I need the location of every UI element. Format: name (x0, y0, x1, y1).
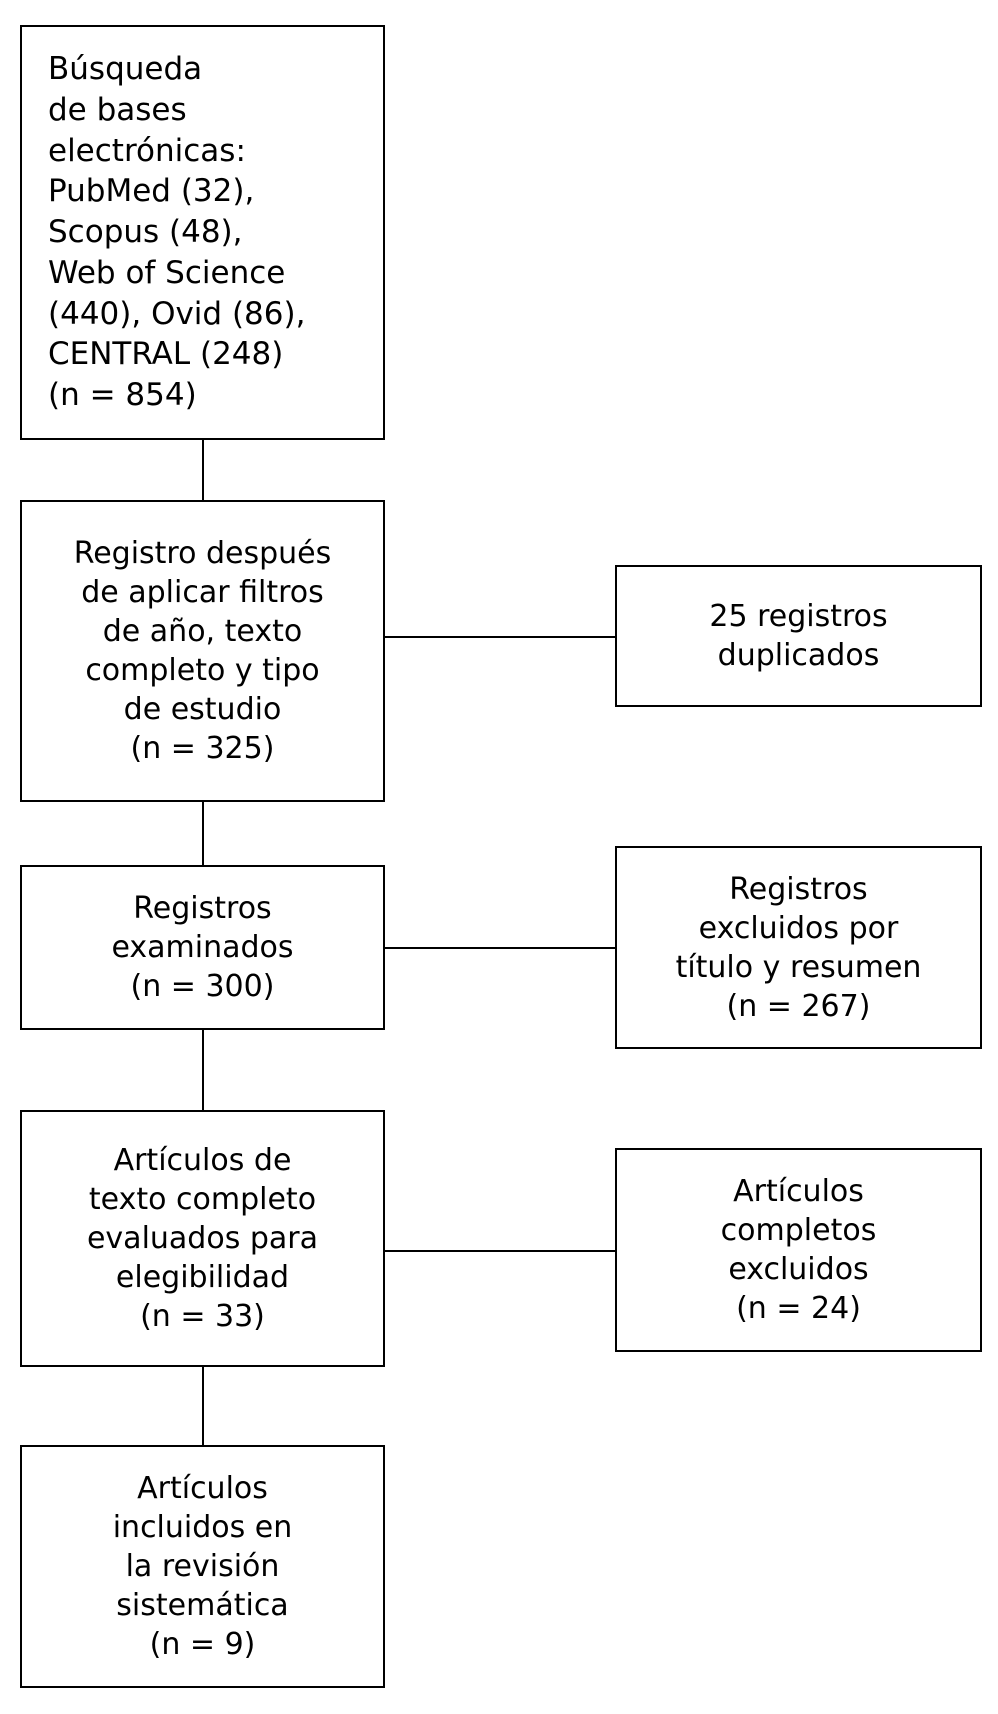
flow-box-included: Artículos incluidos en la revisión siste… (20, 1445, 385, 1688)
connector-screened-to-excluded-title-abstract (385, 947, 615, 949)
exclusion-box-excluded-title-abstract: Registros excluidos por título y resumen… (615, 846, 982, 1049)
flow-box-full-text-assessed: Artículos de texto completo evaluados pa… (20, 1110, 385, 1367)
connector-screened-to-full-text (202, 1030, 204, 1110)
flow-box-identification: Búsqueda de bases electrónicas: PubMed (… (20, 25, 385, 440)
connector-identification-to-after-filters (202, 440, 204, 500)
connector-full-text-to-excluded-full-text (385, 1250, 615, 1252)
exclusion-box-duplicates: 25 registros duplicados (615, 565, 982, 707)
exclusion-box-excluded-full-text: Artículos completos excluidos (n = 24) (615, 1148, 982, 1352)
flow-box-after-filters: Registro después de aplicar filtros de a… (20, 500, 385, 802)
connector-after-filters-to-screened (202, 802, 204, 865)
connector-after-filters-to-duplicates (385, 636, 615, 638)
connector-full-text-to-included (202, 1367, 204, 1445)
flow-box-screened: Registros examinados (n = 300) (20, 865, 385, 1030)
